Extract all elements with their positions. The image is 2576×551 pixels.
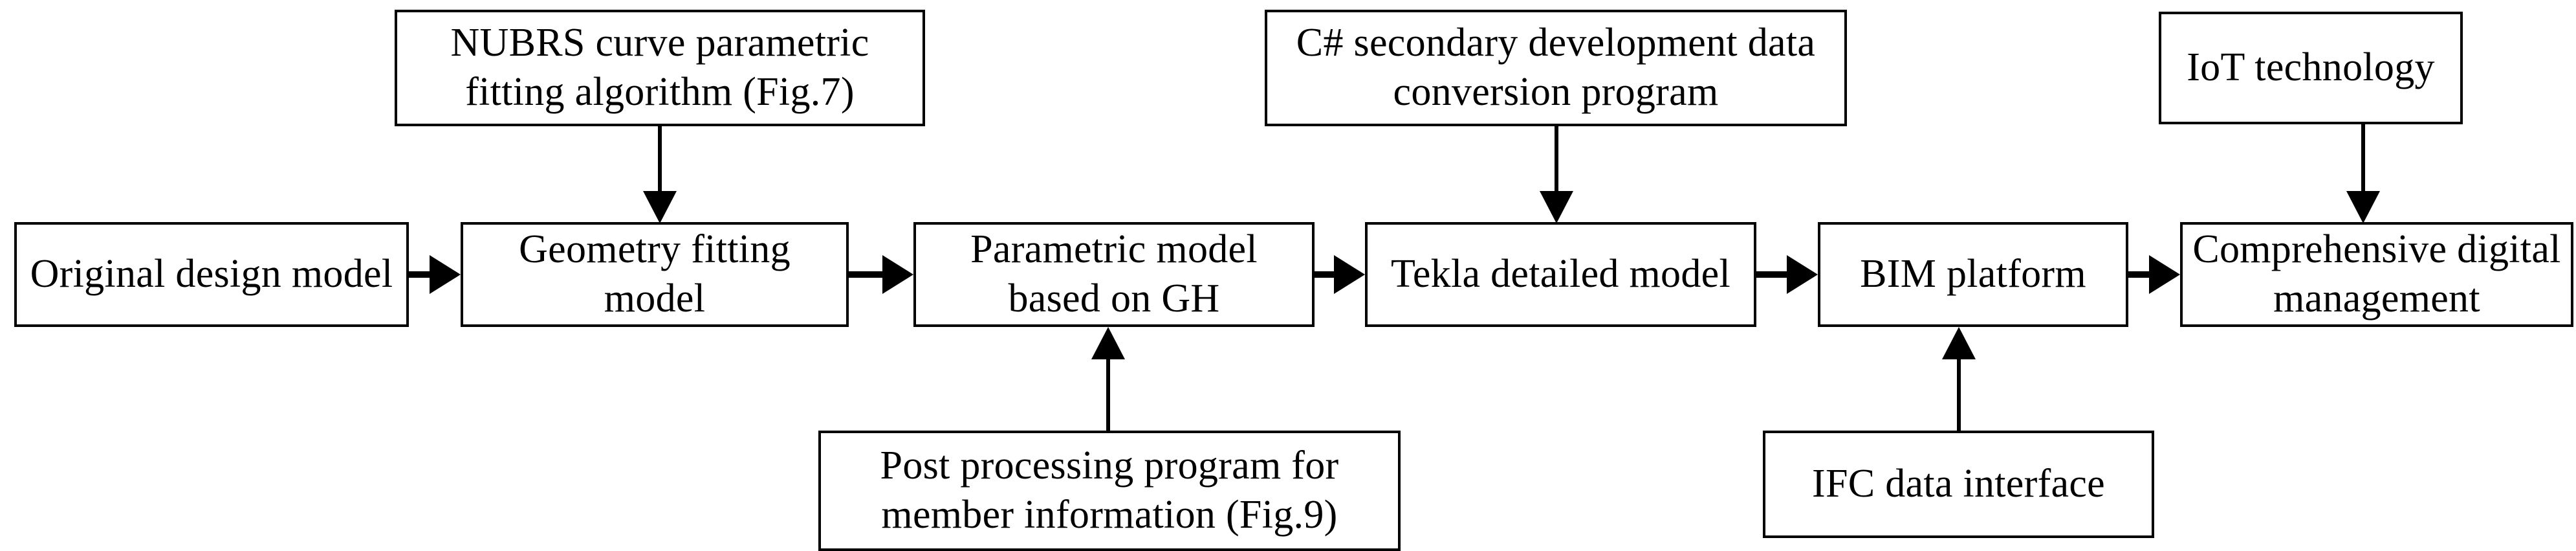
node-label: IFC data interface bbox=[1812, 462, 2105, 506]
node-label: Post processing program for member infor… bbox=[880, 444, 1339, 537]
node-label: Tekla detailed model bbox=[1390, 252, 1730, 297]
node-geometry-fitting-model[interactable]: Geometry fitting model bbox=[461, 222, 849, 327]
node-label: Comprehensive digital management bbox=[2192, 227, 2561, 320]
edge-shaft-parametric-to-tekla bbox=[1315, 271, 1335, 278]
edge-shaft-nubrs-to-geometry bbox=[658, 125, 662, 194]
edge-arrowhead-parametric-to-tekla bbox=[1334, 255, 1365, 294]
edge-arrowhead-ifc-to-bim bbox=[1942, 327, 1976, 359]
edge-arrowhead-postprocessing-to-parametric bbox=[1091, 327, 1125, 359]
node-nubrs-fitting-algorithm[interactable]: NUBRS curve parametric fitting algorithm… bbox=[395, 10, 925, 126]
edge-shaft-csharp-to-tekla bbox=[1555, 125, 1558, 194]
node-iot-technology[interactable]: IoT technology bbox=[2159, 12, 2463, 124]
node-original-design-model[interactable]: Original design model bbox=[14, 222, 409, 327]
node-label: NUBRS curve parametric fitting algorithm… bbox=[450, 21, 869, 114]
edge-arrowhead-geometry-to-parametric bbox=[882, 255, 913, 294]
edge-shaft-iot-to-comprehensive bbox=[2361, 123, 2365, 194]
node-ifc-data-interface[interactable]: IFC data interface bbox=[1763, 431, 2154, 538]
node-label: Parametric model based on GH bbox=[970, 227, 1258, 320]
edge-arrowhead-nubrs-to-geometry bbox=[643, 191, 677, 223]
node-post-processing-program[interactable]: Post processing program for member infor… bbox=[818, 431, 1401, 551]
node-parametric-model-gh[interactable]: Parametric model based on GH bbox=[913, 222, 1315, 327]
edge-arrowhead-bim-to-comprehensive bbox=[2149, 255, 2180, 294]
edge-arrowhead-tekla-to-bim bbox=[1787, 255, 1818, 294]
node-comprehensive-digital-management[interactable]: Comprehensive digital management bbox=[2180, 222, 2573, 327]
edge-arrowhead-csharp-to-tekla bbox=[1540, 191, 1573, 223]
node-label: Original design model bbox=[30, 252, 393, 297]
node-label: C# secondary development data conversion… bbox=[1296, 21, 1816, 114]
edge-shaft-geometry-to-parametric bbox=[849, 271, 882, 278]
edge-arrowhead-original-to-geometry bbox=[430, 255, 461, 294]
edge-shaft-bim-to-comprehensive bbox=[2128, 271, 2151, 278]
edge-shaft-ifc-to-bim bbox=[1957, 358, 1961, 432]
edge-shaft-original-to-geometry bbox=[409, 271, 442, 278]
node-label: Geometry fitting model bbox=[519, 227, 791, 320]
node-label: BIM platform bbox=[1860, 252, 2086, 297]
edge-arrowhead-iot-to-comprehensive bbox=[2346, 191, 2380, 223]
edge-shaft-tekla-to-bim bbox=[1756, 271, 1789, 278]
node-bim-platform[interactable]: BIM platform bbox=[1818, 222, 2128, 327]
node-label: IoT technology bbox=[2187, 45, 2435, 90]
edge-shaft-postprocessing-to-parametric bbox=[1106, 358, 1110, 432]
node-csharp-data-conversion[interactable]: C# secondary development data conversion… bbox=[1265, 10, 1847, 126]
node-tekla-detailed-model[interactable]: Tekla detailed model bbox=[1365, 222, 1756, 327]
